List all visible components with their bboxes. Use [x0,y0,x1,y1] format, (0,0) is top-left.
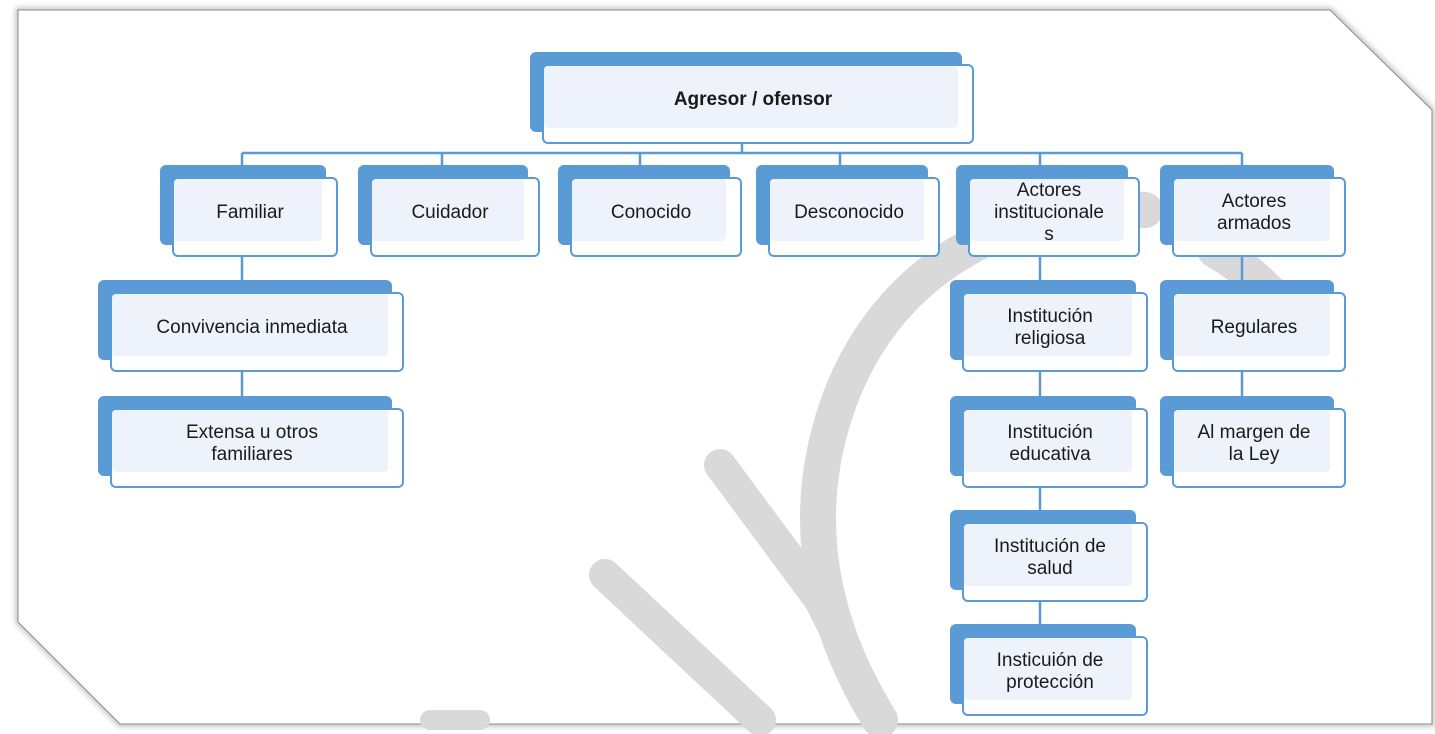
institucional-child-proteccion: Insticuión de protección [950,624,1148,716]
root-label: Agresor / ofensor [673,89,833,110]
child-label: Institución de salud [994,536,1106,579]
category-actores-armados: Actores armados [1160,165,1346,257]
category-label: Actores armados [1217,191,1291,234]
category-desconocido: Desconocido [756,165,940,257]
child-label: Extensa u otros familiares [185,422,319,465]
child-label: Institución religiosa [1007,306,1093,349]
familiar-child-extensa: Extensa u otros familiares [98,396,404,488]
institucional-child-salud: Institución de salud [950,510,1148,602]
institucional-child-religiosa: Institución religiosa [950,280,1148,372]
armados-child-regulares: Regulares [1160,280,1346,372]
category-label: Familiar [216,202,284,223]
child-label: Convivencia inmediata [156,317,348,338]
category-label: Conocido [610,202,692,223]
category-familiar: Familiar [160,165,338,257]
category-label: Desconocido [794,202,904,223]
child-label: Regulares [1210,317,1298,338]
armados-child-al-margen: Al margen de la Ley [1160,396,1346,488]
child-label: Insticuión de protección [996,650,1104,693]
category-conocido: Conocido [558,165,742,257]
child-label: Institución educativa [1007,422,1093,465]
root-node: Agresor / ofensor [530,52,974,144]
category-label: Actores institucionale s [994,180,1104,245]
category-actores-institucionales: Actores institucionale s [956,165,1140,257]
child-label: Al margen de la Ley [1197,422,1311,465]
category-label: Cuidador [411,202,489,223]
familiar-child-convivencia: Convivencia inmediata [98,280,404,372]
category-cuidador: Cuidador [358,165,540,257]
institucional-child-educativa: Institución educativa [950,396,1148,488]
